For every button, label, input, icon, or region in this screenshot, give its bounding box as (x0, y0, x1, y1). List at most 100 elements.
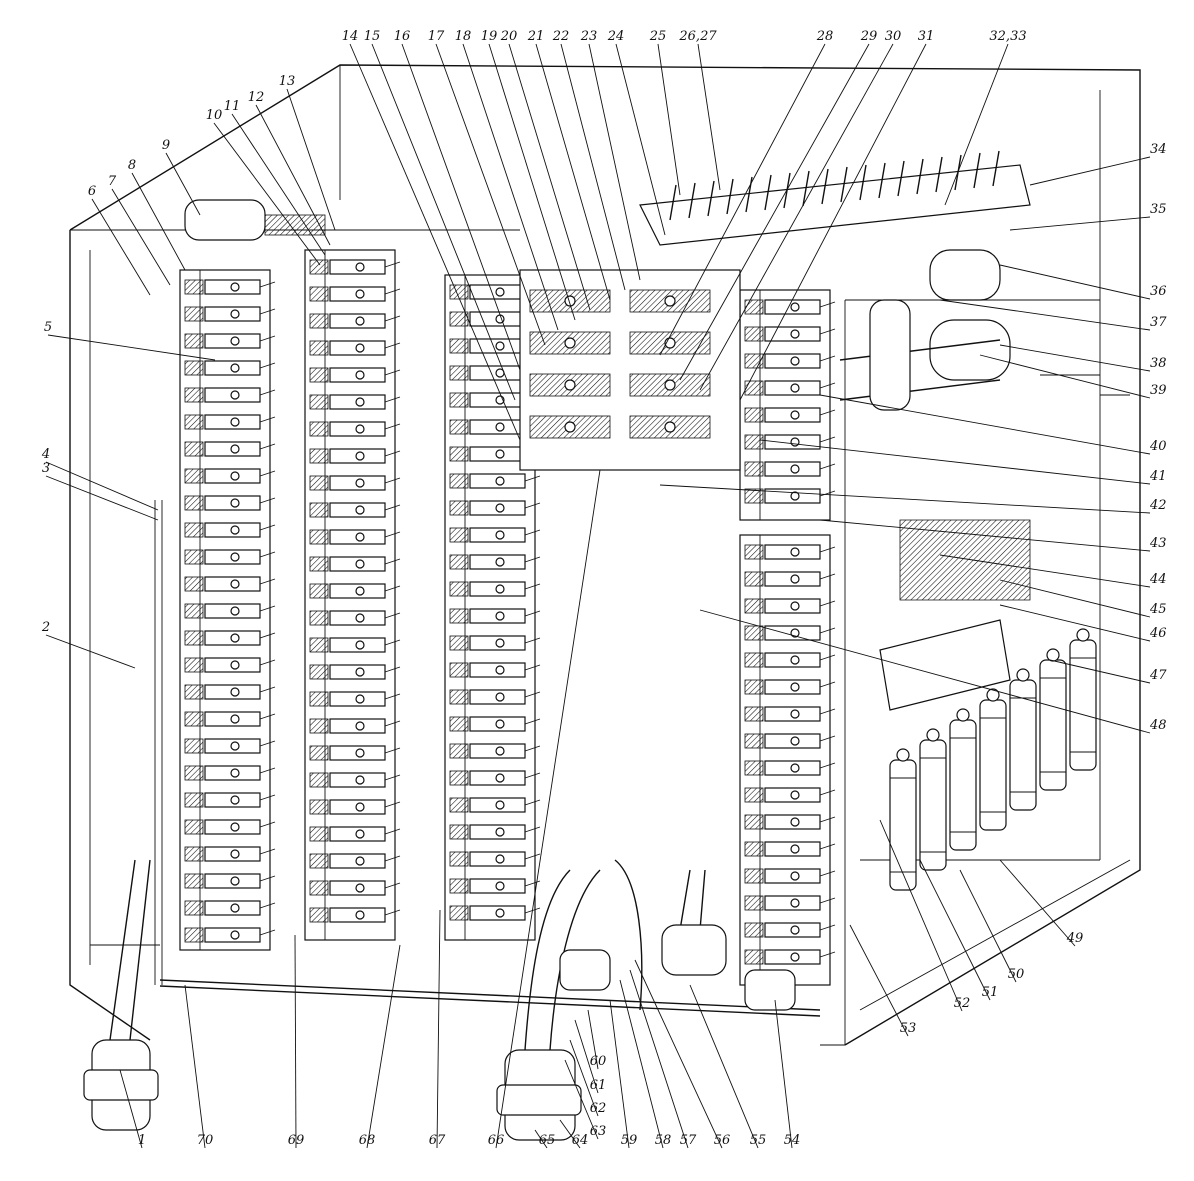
callout-label: 53 (900, 1021, 917, 1036)
callout-label: 52 (954, 996, 971, 1011)
callout-label: 12 (248, 90, 265, 105)
callout-label: 15 (364, 29, 381, 44)
leader-line-right-0 (1029, 156, 1151, 186)
callout-label: 18 (455, 29, 472, 44)
callout-label: 68 (359, 1133, 376, 1148)
callout-label: 54 (784, 1133, 801, 1148)
leader-line-bottom-17 (774, 999, 793, 1149)
callout-label: 4 (41, 447, 50, 462)
callout-label: 66 (488, 1133, 505, 1148)
callout-label: 60 (590, 1054, 607, 1069)
leader-line-top-2 (401, 43, 521, 371)
callout-label: 65 (539, 1133, 556, 1148)
callout-label: 25 (649, 29, 667, 44)
callout-label: 42 (1149, 498, 1167, 513)
leader-line-bottom-7 (574, 1019, 599, 1094)
leader-line-bottom-1 (184, 984, 206, 1149)
capacitor-bank (889, 628, 1097, 891)
leader-line-top-14 (679, 43, 870, 381)
leader-line-bottom-20 (919, 859, 991, 1001)
callout-label: 28 (816, 29, 834, 44)
leader-line-bottom-21 (959, 869, 1017, 983)
callout-label: 32,33 (989, 29, 1026, 44)
callout-label: 26,27 (678, 29, 717, 44)
leader-line-right-4 (999, 344, 1151, 372)
leader-line-bottom-3 (366, 944, 401, 1149)
callout-label: 64 (572, 1133, 589, 1148)
callout-label: 20 (500, 29, 518, 44)
leader-line-left-8 (47, 334, 216, 361)
callout-leaders (45, 43, 1151, 1149)
callout-label: 31 (918, 29, 935, 44)
callout-label: 21 (527, 29, 545, 44)
callout-label: 13 (279, 74, 296, 89)
leader-line-bottom-12 (609, 999, 630, 1149)
leader-line-right-10 (939, 554, 1151, 588)
callout-label: 17 (428, 29, 445, 44)
connector-center (661, 869, 796, 1011)
callout-label: 40 (1149, 439, 1167, 454)
leader-line-right-9 (819, 519, 1151, 552)
callout-label: 1 (138, 1133, 146, 1148)
leader-line-top-1 (371, 43, 516, 401)
leader-line-top-11 (657, 43, 681, 196)
top-resistor-board (639, 150, 1031, 246)
callout-label: 8 (128, 158, 136, 173)
leader-line-left-3 (213, 122, 321, 266)
callout-label: 57 (680, 1133, 697, 1148)
callout-label: 35 (1150, 202, 1167, 217)
leader-line-right-11 (999, 579, 1151, 618)
leader-line-top-0 (349, 43, 521, 441)
transformer-plate (879, 519, 1031, 711)
terminal-strips (179, 249, 836, 986)
callout-label: 36 (1150, 284, 1167, 299)
leader-line-top-4 (462, 43, 559, 331)
callout-label: 69 (288, 1133, 305, 1148)
leader-line-left-10 (45, 475, 159, 521)
leader-line-bottom-0 (119, 1069, 143, 1149)
callout-label: 30 (885, 29, 902, 44)
callout-label: 44 (1149, 572, 1167, 587)
callout-label: 14 (342, 29, 359, 44)
leader-line-bottom-5 (495, 469, 601, 1149)
leader-line-left-6 (111, 188, 171, 286)
callout-label: 29 (860, 29, 878, 44)
leader-line-bottom-15 (634, 959, 723, 1149)
upper-cylinders (839, 249, 1011, 411)
callout-label: 2 (41, 620, 50, 635)
callout-label: 41 (1149, 469, 1167, 484)
leader-line-top-10 (615, 43, 666, 236)
leader-line-top-12 (697, 43, 721, 191)
leader-line-top-3 (435, 43, 546, 346)
leader-line-left-5 (131, 172, 186, 271)
leader-line-top-9 (588, 43, 641, 281)
leader-line-top-6 (508, 43, 591, 311)
callout-label: 58 (655, 1133, 672, 1148)
leader-line-right-13 (1049, 659, 1151, 684)
leader-line-right-2 (999, 264, 1151, 300)
leader-line-bottom-18 (849, 924, 909, 1037)
leader-line-bottom-19 (879, 819, 963, 1012)
callout-label: 19 (481, 29, 498, 44)
leader-line-right-3 (939, 299, 1151, 331)
callout-label: 34 (1150, 142, 1167, 157)
leader-line-bottom-9 (564, 1059, 599, 1140)
leader-line-left-11 (45, 634, 136, 669)
callout-label: 43 (1149, 536, 1167, 551)
leader-line-bottom-2 (294, 934, 297, 1149)
leader-line-right-8 (659, 484, 1151, 514)
leader-line-bottom-11 (559, 1119, 581, 1149)
callout-label: 7 (108, 174, 117, 189)
leader-line-right-14 (699, 609, 1151, 734)
callout-label: 49 (1066, 931, 1084, 946)
leader-line-left-1 (255, 104, 331, 246)
leader-line-right-6 (819, 394, 1151, 455)
leader-line-left-7 (91, 198, 151, 296)
bottom-harness (154, 500, 821, 1017)
leader-line-right-12 (999, 604, 1151, 642)
callout-label: 55 (750, 1133, 767, 1148)
leader-line-bottom-4 (436, 909, 441, 1149)
leader-line-left-2 (231, 113, 326, 256)
relay-block (519, 269, 741, 471)
